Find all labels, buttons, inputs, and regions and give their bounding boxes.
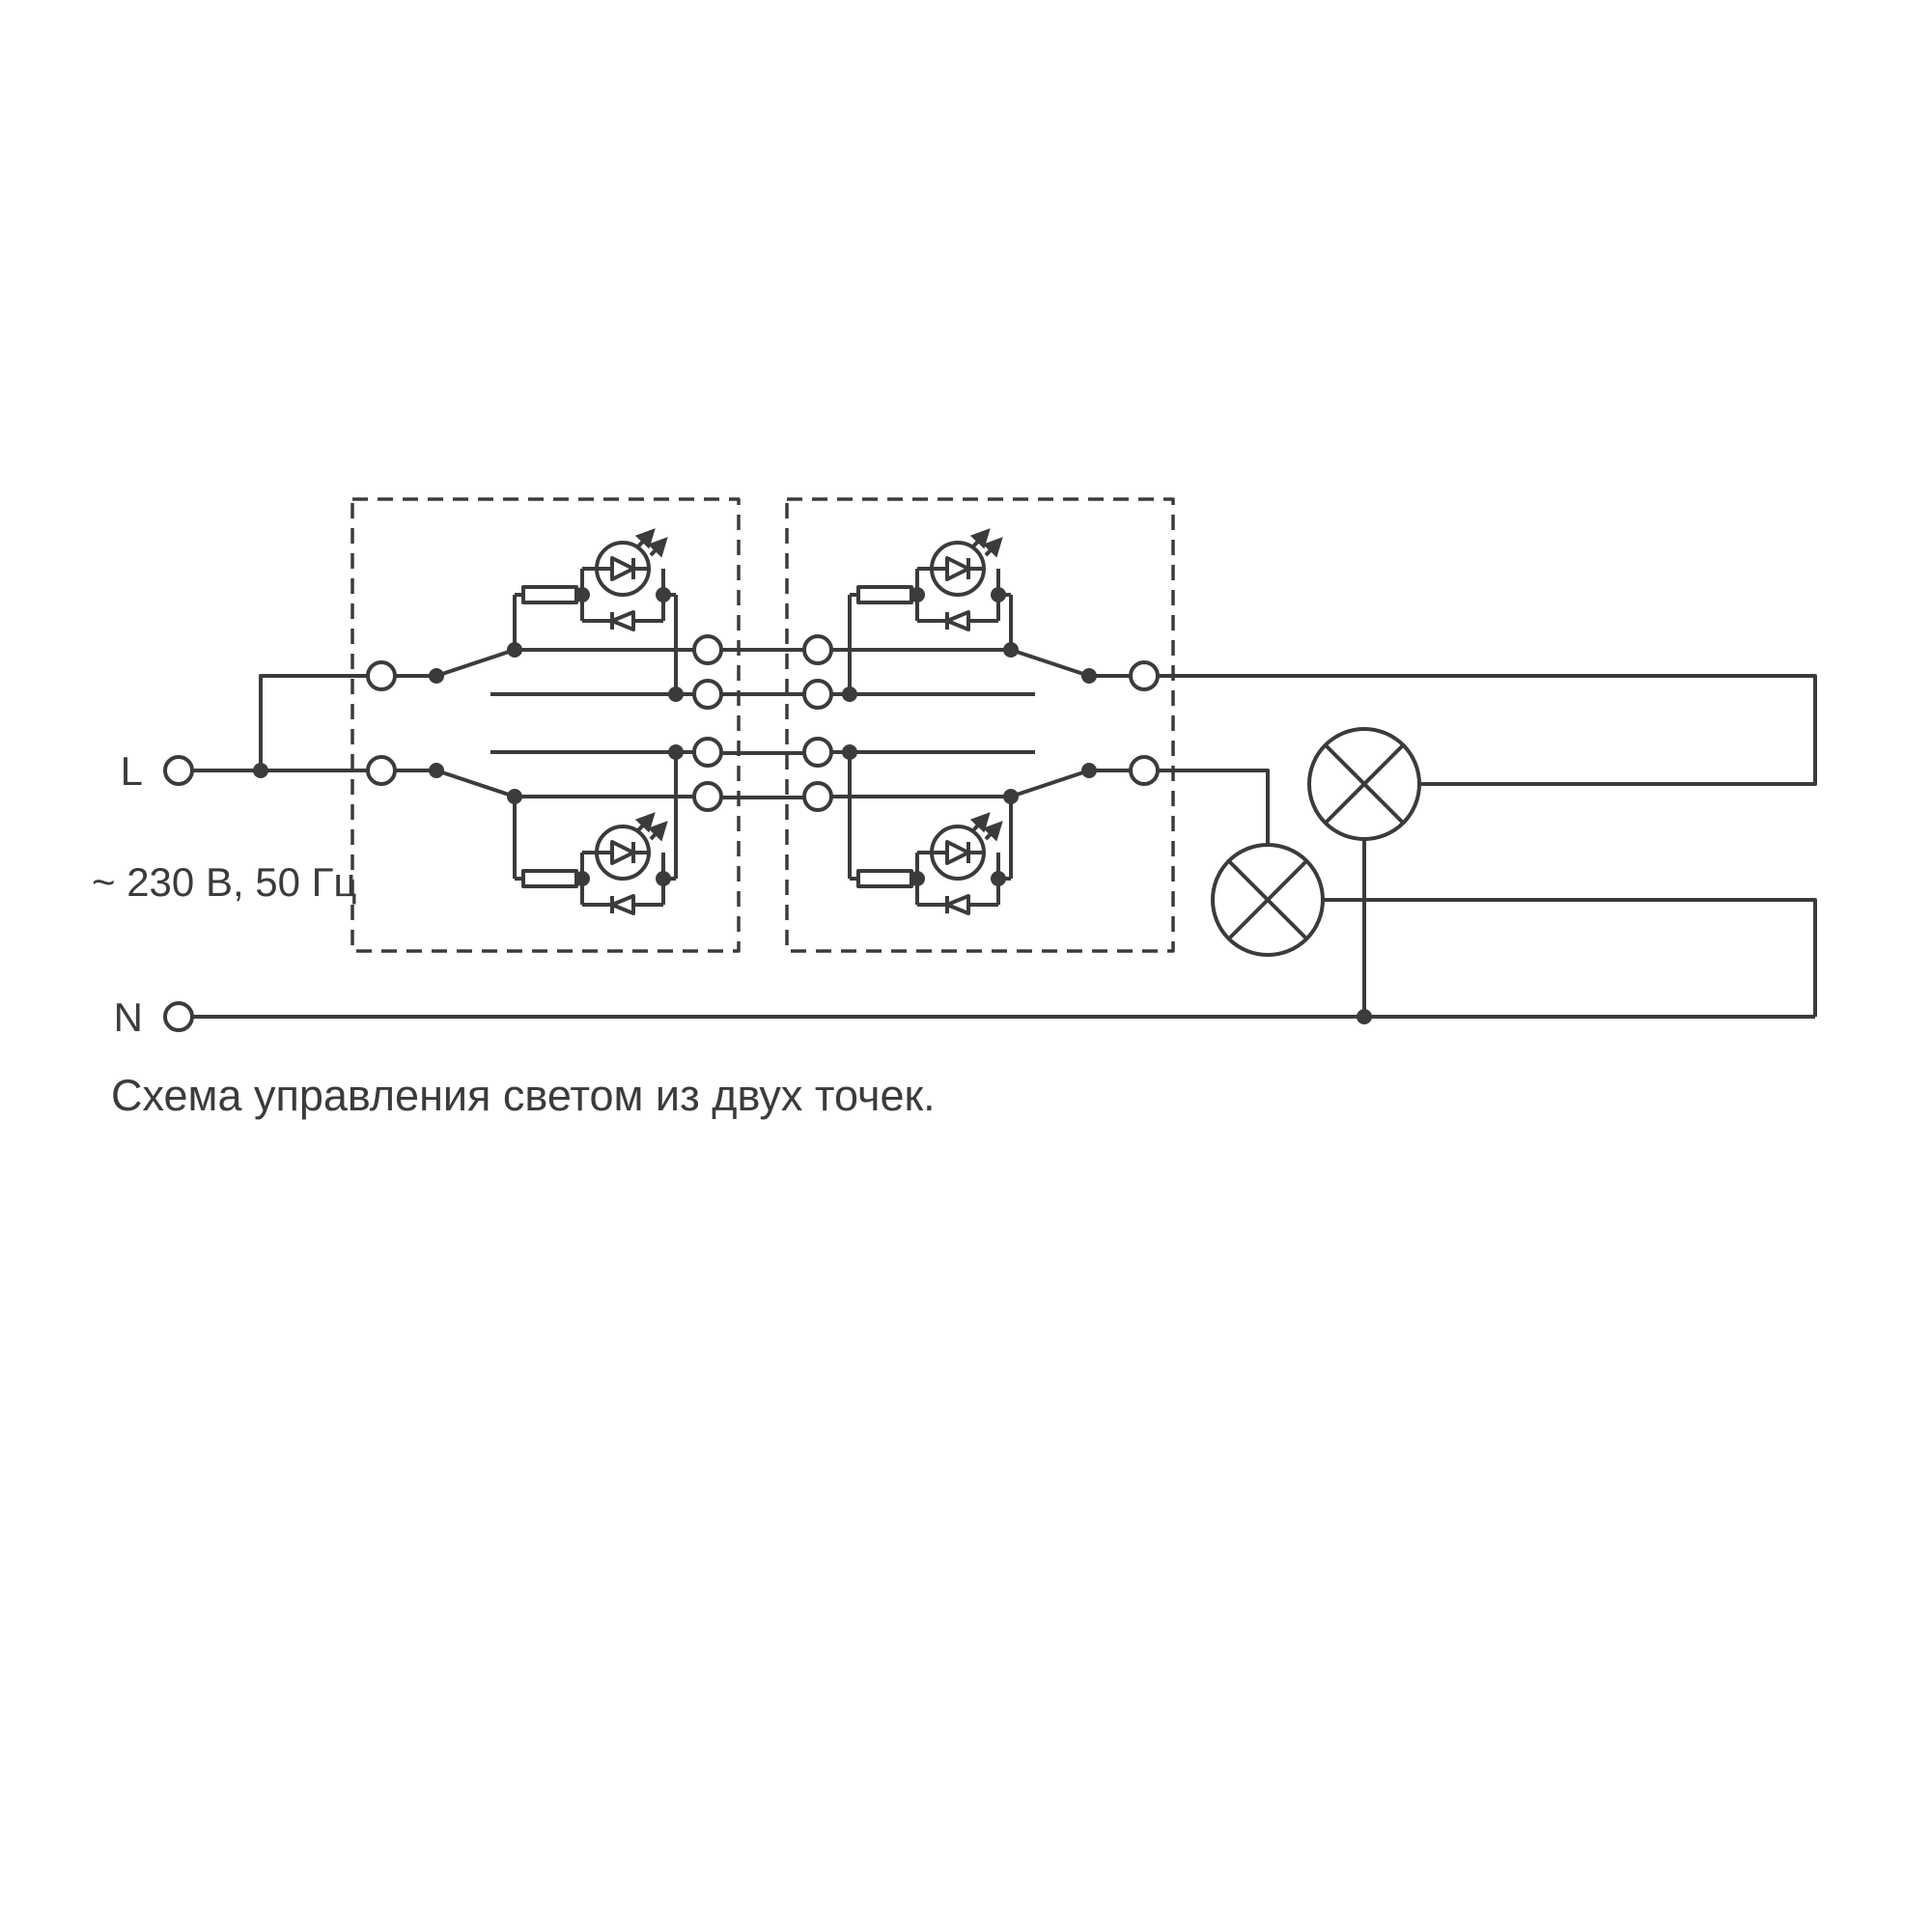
- left-switch-box: [350, 497, 741, 953]
- junction-dot: [1357, 1009, 1372, 1024]
- led-indicator: [850, 531, 1011, 630]
- led-indicator: [515, 531, 676, 630]
- lamp-2-symbol: [1211, 843, 1325, 957]
- led-indicator: [850, 815, 1011, 913]
- switch-enclosure-outline: [785, 497, 1175, 953]
- supply-wiring: [163, 674, 1815, 1032]
- lamp2-neutral-wire: [1323, 898, 1817, 1017]
- junction-dot: [253, 763, 268, 778]
- neutral-terminal: [163, 1001, 194, 1032]
- lamp1-feed-wire: [1158, 674, 1817, 786]
- neutral-label: N: [114, 994, 143, 1040]
- indicator-connector-wires: [513, 595, 678, 879]
- switch-gang: [366, 634, 723, 710]
- switch-enclosure-outline: [350, 497, 741, 953]
- line-terminal: [163, 755, 194, 786]
- supply-voltage-label: ~ 230 В, 50 Гц: [92, 859, 356, 905]
- right-switch-box: [785, 497, 1175, 953]
- switch-gang: [366, 737, 723, 812]
- traveler-wires: [721, 648, 805, 799]
- switch-gang: [802, 634, 1160, 710]
- led-indicator: [515, 815, 676, 913]
- lamp-wiring: [1158, 674, 1817, 1024]
- line-feed-wire: [192, 674, 368, 772]
- line-label: L: [121, 748, 143, 794]
- lamp2-feed-wire: [1158, 769, 1270, 845]
- lamp-1-symbol: [1307, 727, 1421, 841]
- diagram-caption: Схема управления светом из двух точек.: [111, 1071, 936, 1120]
- switch-gang: [802, 737, 1160, 812]
- indicator-connector-wires: [848, 595, 1013, 879]
